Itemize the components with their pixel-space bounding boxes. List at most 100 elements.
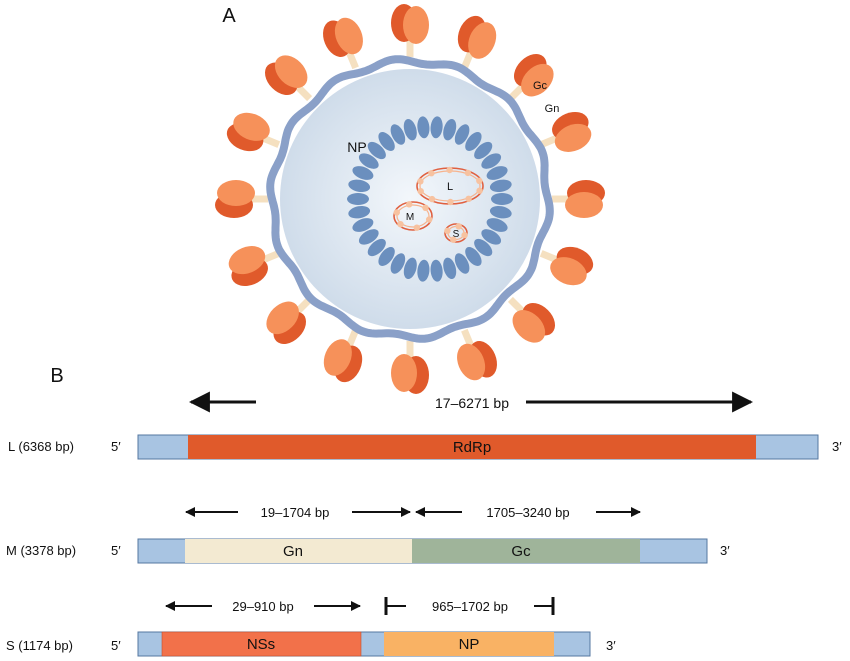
panel-a-label: A bbox=[222, 5, 236, 27]
spike bbox=[457, 15, 497, 59]
np-bead bbox=[443, 257, 457, 280]
gene-label-gc: Gc bbox=[511, 543, 531, 560]
gene-np bbox=[384, 632, 554, 656]
np-bead bbox=[348, 179, 371, 193]
spike-gn bbox=[233, 112, 270, 141]
spike-stalk bbox=[345, 328, 359, 349]
rna-protein-dot bbox=[413, 224, 420, 231]
rna-protein-dot bbox=[476, 187, 483, 194]
range-label-nss: 29–910 bp bbox=[232, 599, 293, 614]
spike bbox=[513, 53, 554, 97]
spike bbox=[323, 339, 363, 383]
np-bead bbox=[348, 205, 371, 219]
spike-gn bbox=[228, 246, 266, 275]
spike-stalk bbox=[461, 49, 475, 70]
range-label-np: 965–1702 bp bbox=[432, 599, 508, 614]
rna-protein-dot bbox=[426, 216, 433, 223]
np-bead bbox=[481, 229, 502, 245]
spike-gn bbox=[550, 257, 587, 286]
five-prime-s: 5′ bbox=[111, 638, 121, 653]
np-bead bbox=[465, 247, 482, 266]
rna-protein-dot bbox=[461, 231, 468, 239]
np-bead bbox=[417, 259, 430, 282]
glycoprotein-spikes bbox=[215, 4, 605, 394]
spike-gn bbox=[391, 354, 417, 392]
np-bead bbox=[390, 253, 406, 274]
rna-protein-dot bbox=[428, 195, 436, 203]
spike-stalk bbox=[461, 328, 475, 349]
spike bbox=[264, 55, 308, 96]
np-bead bbox=[367, 141, 386, 160]
five-prime-m: 5′ bbox=[111, 543, 121, 558]
rna-protein-dot bbox=[450, 236, 457, 243]
spike-gn bbox=[334, 17, 363, 55]
spike-stalk bbox=[539, 134, 560, 148]
gene-label-nss: NSs bbox=[247, 636, 275, 653]
rna-protein-dot bbox=[406, 201, 413, 208]
nucleocapsid-ring bbox=[347, 116, 513, 282]
spike bbox=[266, 301, 307, 345]
np-bead bbox=[454, 124, 470, 145]
gene-label-gn: Gn bbox=[283, 543, 303, 560]
spike-stalk bbox=[507, 296, 526, 315]
rna-protein-dot bbox=[476, 177, 483, 184]
rna-segment-m: M bbox=[393, 201, 433, 231]
three-prime-l: 3′ bbox=[832, 439, 842, 454]
np-bead bbox=[454, 253, 470, 274]
spike-gn bbox=[512, 310, 546, 343]
spike-stalk bbox=[294, 83, 313, 102]
spike bbox=[228, 246, 268, 286]
np-bead bbox=[474, 238, 493, 257]
spike-gn bbox=[565, 192, 603, 218]
np-bead bbox=[430, 259, 443, 282]
spike-stalk bbox=[345, 49, 359, 70]
rna-label-s: S bbox=[453, 229, 460, 240]
np-bead bbox=[465, 132, 482, 151]
rna-protein-dot bbox=[393, 209, 400, 216]
np-bead bbox=[358, 229, 379, 245]
gene-gc bbox=[412, 539, 640, 563]
range-label-l: 17–6271 bp bbox=[435, 395, 509, 411]
np-bead bbox=[378, 132, 395, 151]
segment-name-l: L (6368 bp) bbox=[8, 439, 74, 454]
spike bbox=[512, 302, 556, 343]
np-bead bbox=[417, 116, 430, 139]
np-bead bbox=[443, 118, 457, 141]
spike-gn bbox=[274, 55, 308, 88]
np-bead bbox=[347, 193, 369, 205]
np-bead bbox=[430, 116, 443, 139]
spike bbox=[215, 180, 255, 218]
spike-stalk bbox=[294, 296, 313, 315]
spike-gn bbox=[266, 301, 299, 335]
spike bbox=[391, 354, 429, 394]
rna-protein-dot bbox=[447, 198, 454, 206]
spike bbox=[391, 4, 429, 44]
spike bbox=[565, 180, 605, 218]
rna-protein-dot bbox=[446, 166, 453, 174]
spike-gn bbox=[403, 6, 429, 44]
np-bead bbox=[474, 141, 493, 160]
segment-l: 17–6271 bp L (6368 bp) 5′ RdRp 3′ bbox=[8, 391, 842, 460]
np-bead bbox=[486, 166, 508, 180]
gene-label-rdrp: RdRp bbox=[453, 439, 491, 456]
spike-stalk bbox=[507, 83, 526, 102]
np-bead bbox=[489, 179, 512, 193]
spike-stalk bbox=[260, 134, 281, 148]
spike-gn bbox=[554, 123, 592, 152]
np-bead bbox=[403, 257, 417, 280]
spike-gn bbox=[457, 343, 486, 381]
viral-envelope bbox=[266, 55, 554, 343]
np-bead bbox=[481, 153, 502, 169]
rna-protein-dot bbox=[465, 195, 472, 202]
spike-stalks bbox=[250, 39, 570, 359]
rna-protein-dot bbox=[464, 169, 472, 177]
spike-gn bbox=[217, 180, 255, 206]
rna-protein-dot bbox=[417, 178, 424, 185]
gene-gn bbox=[185, 539, 412, 563]
rna-protein-dot bbox=[444, 227, 451, 235]
np-bead bbox=[378, 247, 395, 266]
np-bead bbox=[352, 218, 374, 232]
segment-s: 29–910 bp 965–1702 bp S (1174 bp) 5′ NSs… bbox=[6, 597, 616, 657]
gene-label-np: NP bbox=[459, 636, 480, 653]
